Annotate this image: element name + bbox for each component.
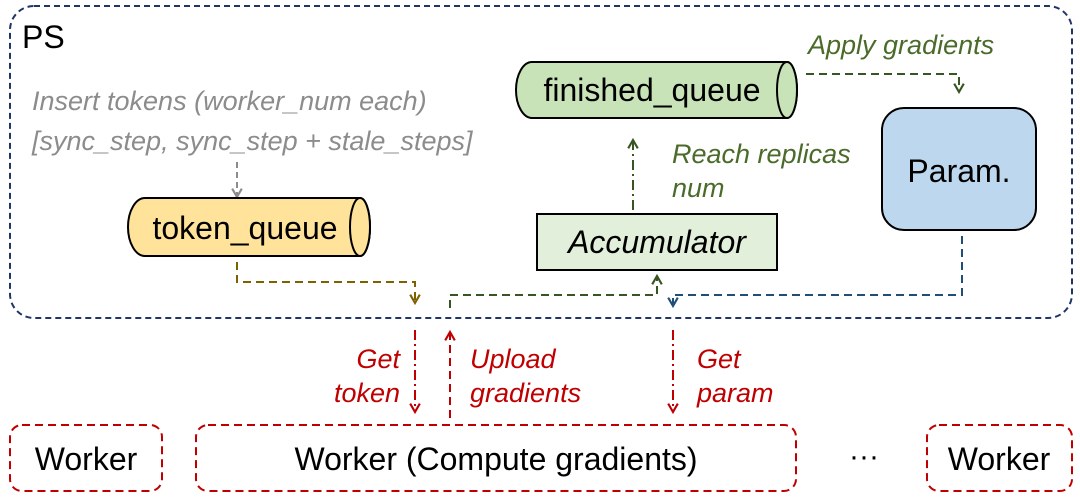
worker-main-label: Worker (Compute gradients) (294, 441, 697, 477)
apply-gradients-label: Apply gradients (806, 30, 994, 60)
insert-tokens-line2: [sync_step, sync_step + stale_steps] (31, 126, 474, 156)
accumulator-box (536, 213, 778, 271)
workers-ellipsis: ··· (849, 440, 879, 473)
token-to-worker-line (236, 262, 421, 306)
param-to-worker-line (667, 236, 963, 309)
token-queue: token_queue (127, 197, 371, 257)
upload-gradients-line2: gradients (470, 378, 581, 408)
ps-label: PS (22, 19, 65, 55)
worker-left-label: Worker (35, 441, 138, 477)
get-param-line1: Get (697, 344, 742, 374)
worker-right-label: Worker (948, 441, 1051, 477)
param-box (881, 107, 1037, 231)
reach-replicas-line1: Reach replicas (672, 139, 851, 169)
accumulator-label: Accumulator (566, 224, 747, 260)
ps-container (9, 5, 1073, 319)
insert-tokens-line1: Insert tokens (worker_num each) (32, 86, 427, 116)
worker-main-box (195, 424, 797, 492)
reach-replicas-line2: num (672, 173, 725, 203)
get-param-line2: param (696, 378, 774, 408)
get-token-line1: Get (356, 344, 401, 374)
gradients-to-accumulator-line (449, 273, 663, 308)
upload-gradients-line1: Upload (470, 344, 557, 374)
apply-gradients-arrow (806, 73, 965, 95)
worker-right-box (926, 424, 1073, 492)
get-token-line2: token (334, 378, 400, 408)
finished-queue: finished_queue (515, 61, 798, 119)
finished-queue-label: finished_queue (543, 72, 760, 108)
token-queue-label: token_queue (152, 210, 337, 246)
param-label: Param. (907, 153, 1010, 189)
